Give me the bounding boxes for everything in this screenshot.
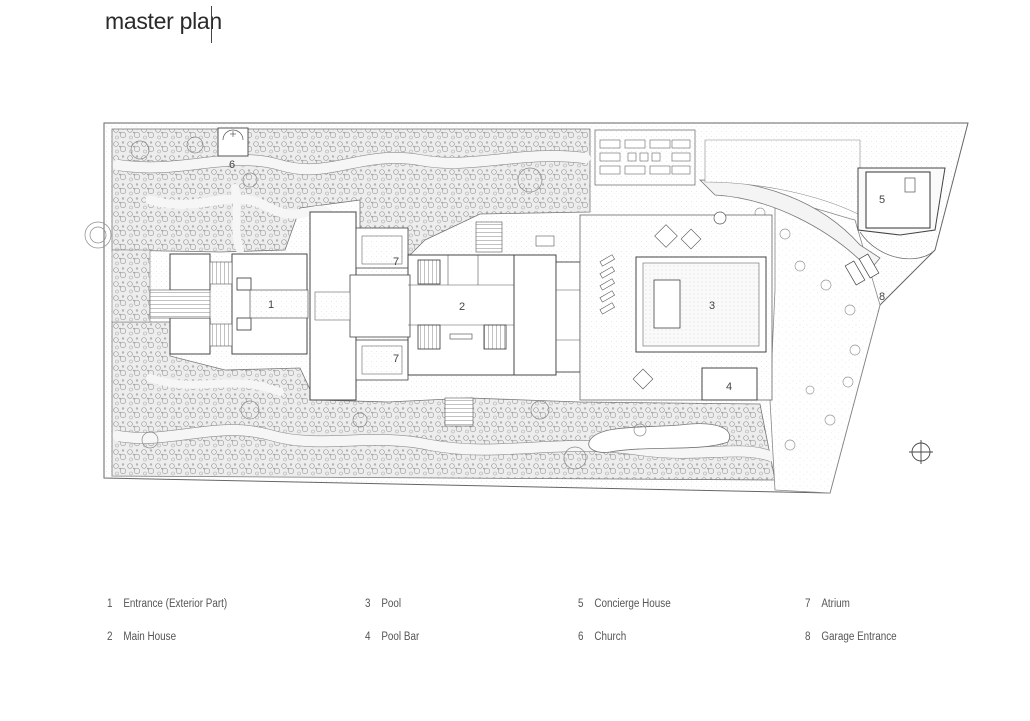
trees: [84, 136, 647, 470]
sun-loungers: [599, 224, 702, 390]
church: [217, 127, 249, 157]
main-house: [309, 211, 581, 427]
garage-entrance: [844, 253, 880, 286]
plan-label-7a: 7: [393, 256, 399, 268]
pool: [635, 256, 767, 353]
plan-label-5: 5: [879, 194, 885, 206]
plan-label-2: 2: [459, 301, 465, 313]
title-divider: [211, 6, 212, 43]
lawn-shrubs: [754, 207, 861, 451]
plan-label-1: 1: [268, 299, 274, 311]
garden-paths: [112, 150, 776, 462]
pool-bar: [701, 367, 758, 401]
north-arrow-icon: [909, 440, 933, 464]
pond: [588, 423, 730, 453]
plan-labels: 1 2 3 4 5 6 7 7 8: [229, 159, 885, 393]
plan-label-7b: 7: [393, 353, 399, 365]
plan-label-4: 4: [726, 381, 732, 393]
concierge-house: [857, 167, 946, 260]
plan-label-3: 3: [709, 300, 715, 312]
page-title: master plan: [105, 8, 222, 34]
fountain: [713, 211, 727, 225]
plan-label-8: 8: [879, 291, 885, 303]
entrance-building: [149, 253, 309, 355]
plan-label-6: 6: [229, 159, 235, 171]
herb-garden: [594, 129, 696, 186]
